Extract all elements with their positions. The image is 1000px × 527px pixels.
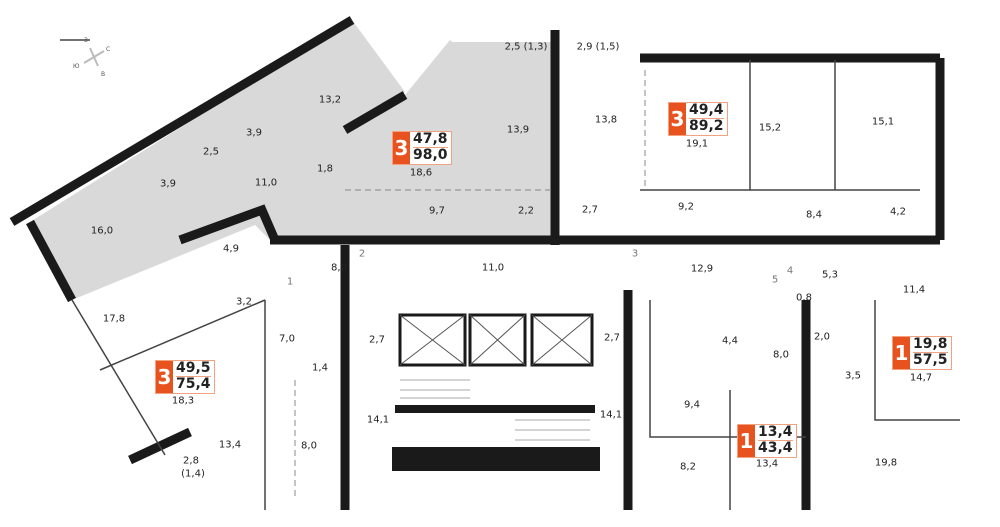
total-area: 89,2	[689, 118, 724, 134]
room-area: 1,4	[312, 362, 328, 374]
total-area: 43,4	[758, 440, 793, 456]
room-area: 9,4	[684, 399, 700, 411]
balcony-area-reduced: (1,4)	[181, 468, 205, 480]
room-area: 8,0	[331, 262, 347, 274]
zone-dividers	[294, 70, 646, 500]
room-area: 13,8	[594, 114, 618, 126]
room-area: 14,7	[909, 372, 933, 384]
room-count: 3	[156, 361, 173, 393]
room-area: 19,1	[685, 138, 709, 150]
elevator-cross	[399, 314, 593, 366]
room-count: 3	[669, 103, 686, 135]
room-area: 13,4	[218, 439, 242, 451]
total-area: 75,4	[176, 376, 211, 392]
compass-south: Ю	[73, 63, 80, 70]
room-area: 19,8	[874, 457, 898, 469]
room-area: 3,9	[246, 127, 262, 139]
room-area: 11,0	[481, 262, 505, 274]
room-area: 4,9	[223, 243, 239, 255]
room-area: 11,0	[254, 177, 278, 189]
living-area: 13,4	[758, 424, 793, 441]
balcony-area: 2,9 (1,5)	[576, 41, 620, 53]
room-area: 16,0	[90, 225, 114, 237]
room-area: 1,8	[317, 163, 333, 175]
compass-north: С	[106, 46, 111, 53]
room-area: 13,9	[506, 124, 530, 136]
room-area: 7,0	[279, 333, 295, 345]
room-area: 8,0	[301, 440, 317, 452]
room-area: 2,7	[369, 334, 385, 346]
total-area: 57,5	[913, 352, 948, 368]
elevator-shafts	[398, 313, 594, 367]
room-area: 14,1	[366, 414, 390, 426]
stair-core-wall	[392, 447, 600, 471]
living-area: 49,4	[689, 102, 724, 119]
room-area: 13,4	[755, 458, 779, 470]
living-area: 49,5	[176, 360, 211, 377]
living-area: 47,8	[413, 131, 448, 148]
room-area: 3,9	[160, 178, 176, 190]
living-area: 19,8	[913, 336, 948, 353]
room-area: 8,4	[806, 209, 822, 221]
room-area: 17,8	[102, 313, 126, 325]
room-area: 12,9	[690, 263, 714, 275]
room-count: 1	[893, 337, 910, 369]
stair-landing	[395, 405, 595, 413]
apartment-door-number: 2	[358, 248, 366, 260]
balcony-area: 2,5 (1,3)	[504, 41, 548, 53]
total-area: 98,0	[413, 147, 448, 163]
apartment-door-number: 4	[786, 265, 794, 277]
room-area: 9,2	[678, 201, 694, 213]
partitions	[60, 39, 960, 510]
room-area: 11,4	[902, 284, 926, 296]
apartment-door-number: 1	[286, 276, 294, 288]
apartment-door-number: 3	[631, 248, 639, 260]
room-area: 14,1	[599, 409, 623, 421]
room-area: 8,2	[680, 461, 696, 473]
stairs	[400, 379, 590, 441]
compass-west: З	[84, 37, 88, 44]
room-area: 2,7	[582, 204, 598, 216]
room-area: 5,3	[822, 269, 838, 281]
room-area: 18,6	[409, 167, 433, 179]
room-area: 4,4	[722, 335, 738, 347]
compass-east: В	[101, 71, 106, 78]
room-count: 3	[393, 132, 410, 164]
balcony-area: 2,8	[183, 455, 199, 467]
room-area: 4,2	[890, 206, 906, 218]
compass-icon	[83, 47, 105, 67]
room-area: 8,0	[773, 349, 789, 361]
room-area: 0,8	[796, 292, 812, 304]
room-area: 18,3	[171, 395, 195, 407]
room-area: 9,7	[429, 205, 445, 217]
room-area: 15,1	[871, 116, 895, 128]
room-area: 3,5	[845, 370, 861, 382]
room-area: 2,7	[604, 332, 620, 344]
apartment-door-number: 5	[771, 274, 779, 286]
room-area: 15,2	[758, 122, 782, 134]
room-area: 13,2	[318, 94, 342, 106]
room-area: 2,0	[814, 331, 830, 343]
room-area: 2,2	[518, 205, 534, 217]
room-count: 1	[738, 425, 755, 457]
room-area: 2,5	[203, 146, 219, 158]
room-area: 3,2	[236, 296, 252, 308]
